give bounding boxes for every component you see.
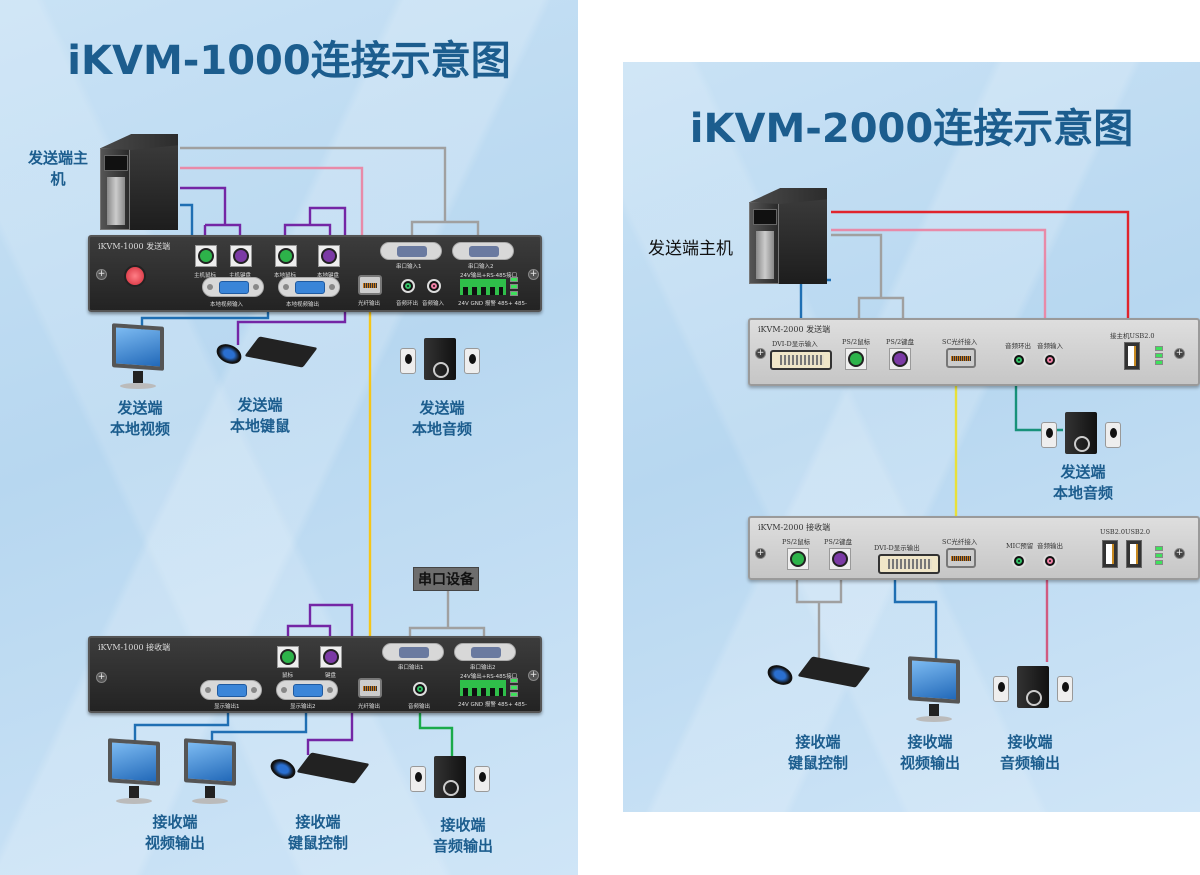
local-mouse-port [275, 245, 297, 267]
mic-port [1012, 554, 1026, 568]
label-sender-audio: 发送端 本地音频 [411, 399, 472, 438]
sender-speakers [1041, 412, 1121, 456]
label-sender-video: 发送端 本地视频 [109, 399, 170, 438]
serial-in-2-port [452, 242, 514, 260]
status-leds [510, 277, 520, 299]
serial-in-1-port [380, 242, 442, 260]
display-out-2-port [276, 680, 338, 700]
serial-out-1-port [382, 643, 444, 661]
screw-icon: + [1174, 348, 1185, 359]
label-receiver-audio: 接收端 音频输出 [999, 733, 1060, 772]
receiver-monitor-2 [184, 738, 236, 806]
rx-ps2-keyboard-port [829, 548, 851, 570]
receiver-speakers [410, 756, 490, 800]
receiver-speakers [993, 666, 1073, 710]
usb-port-1 [1102, 540, 1118, 568]
rx-mouse-port [277, 646, 299, 668]
rs485-terminal [460, 279, 506, 295]
host-mouse-port [195, 245, 217, 267]
unit-name: iKVM-1000 接收端 [98, 643, 171, 652]
receiver-monitor-1 [108, 738, 160, 806]
status-leds [1155, 546, 1165, 568]
receiver-unit-1000: iKVM-1000 接收端 + 鼠标 键盘 显示输出1 显示输出2 串口输出1 … [88, 636, 542, 713]
rx-keyboard-port [320, 646, 342, 668]
ikvm-1000-diagram: iKVM-1000连接示意图 发送端主 机 iKVM-1000 发送端 + 主机… [0, 0, 578, 875]
rs485-terminal [460, 680, 506, 696]
screw-icon: + [528, 670, 539, 681]
rx-sc-fiber-port [946, 548, 976, 568]
wires-1000 [133, 146, 486, 765]
wire-rx-audio-green [418, 713, 454, 765]
sender-unit-2000: iKVM-2000 发送端 + DVI-D显示输入 PS/2鼠标 PS/2键盘 … [748, 318, 1200, 386]
unit-name: iKVM-2000 发送端 [758, 325, 831, 334]
sender-speakers [400, 338, 480, 382]
fiber-out-port [358, 275, 382, 295]
audio-in-port [1043, 353, 1057, 367]
rx-audio-out-port [1043, 554, 1057, 568]
display-out-1-port [200, 680, 262, 700]
screw-icon: + [528, 269, 539, 280]
status-leds [1155, 346, 1165, 368]
label-sender-kvm: 发送端 本地键鼠 [229, 396, 290, 435]
sender-monitor [112, 323, 164, 391]
wire-audio-pink [831, 228, 1047, 347]
wire-usb-red [831, 210, 1130, 320]
screw-icon: + [755, 348, 766, 359]
usb-port [1124, 342, 1140, 370]
receiver-monitor [908, 656, 960, 724]
rx-ps2-mouse-port [787, 548, 809, 570]
label-receiver-kvm: 接收端 键鼠控制 [287, 813, 348, 852]
screw-icon: + [755, 548, 766, 559]
wire-rx-dvi-blue [893, 577, 938, 662]
unit-name: iKVM-2000 接收端 [758, 523, 831, 532]
wire-rx-ps2-gray [795, 577, 843, 662]
label-receiver-kvm: 接收端 键鼠控制 [787, 733, 848, 772]
ps2-keyboard-port [889, 348, 911, 370]
dvi-out-port [878, 554, 940, 574]
label-receiver-video: 接收端 视频输出 [144, 813, 205, 852]
usb-port-2 [1126, 540, 1142, 568]
host-label: 发送端主 机 [27, 149, 88, 188]
wire-rx-video1-blue [133, 713, 230, 742]
label-sender-audio: 发送端 本地音频 [1052, 463, 1113, 502]
screw-icon: + [1174, 548, 1185, 559]
unit-name: iKVM-1000 发送端 [98, 242, 171, 251]
wire-rx-video2-blue [210, 713, 308, 742]
ps2-mouse-port [845, 348, 867, 370]
local-keyboard-port [318, 245, 340, 267]
local-video-out-port [278, 277, 340, 297]
sc-fiber-port [946, 348, 976, 368]
rx-fiber-port [358, 678, 382, 698]
audio-loop-port [1012, 353, 1026, 367]
dvi-in-port [770, 350, 832, 370]
rx-audio-out-port [413, 682, 427, 696]
status-leds [510, 678, 520, 700]
host-keyboard-port [230, 245, 252, 267]
host-computer [100, 134, 178, 230]
receiver-unit-2000: iKVM-2000 接收端 + PS/2鼠标 PS/2键盘 DVI-D显示输出 … [748, 516, 1200, 580]
serial-device-label: 串口设备 [413, 567, 479, 591]
label-receiver-video: 接收端 视频输出 [899, 733, 960, 772]
audio-in-port [427, 279, 441, 293]
ikvm-2000-diagram: iKVM-2000连接示意图 发送端主机 iKVM-2000 发送端 + DVI… [623, 62, 1200, 812]
host-computer [749, 188, 827, 284]
local-video-in-port [202, 277, 264, 297]
label-receiver-audio: 接收端 音频输出 [432, 816, 493, 855]
screw-icon: + [96, 672, 107, 683]
host-label: 发送端主机 [648, 239, 733, 259]
page-title: iKVM-1000连接示意图 [67, 38, 511, 84]
screw-icon: + [96, 269, 107, 280]
audio-loop-port [401, 279, 415, 293]
wire-serial-gray [180, 146, 480, 240]
serial-out-2-port [454, 643, 516, 661]
page-title: iKVM-2000连接示意图 [689, 106, 1134, 152]
switch-button[interactable] [124, 265, 146, 287]
sender-unit-1000: iKVM-1000 发送端 + 主机鼠标 主机键盘 本地鼠标 本地键盘 本地视频… [88, 235, 542, 312]
wire-serial-device-gray [408, 585, 486, 640]
